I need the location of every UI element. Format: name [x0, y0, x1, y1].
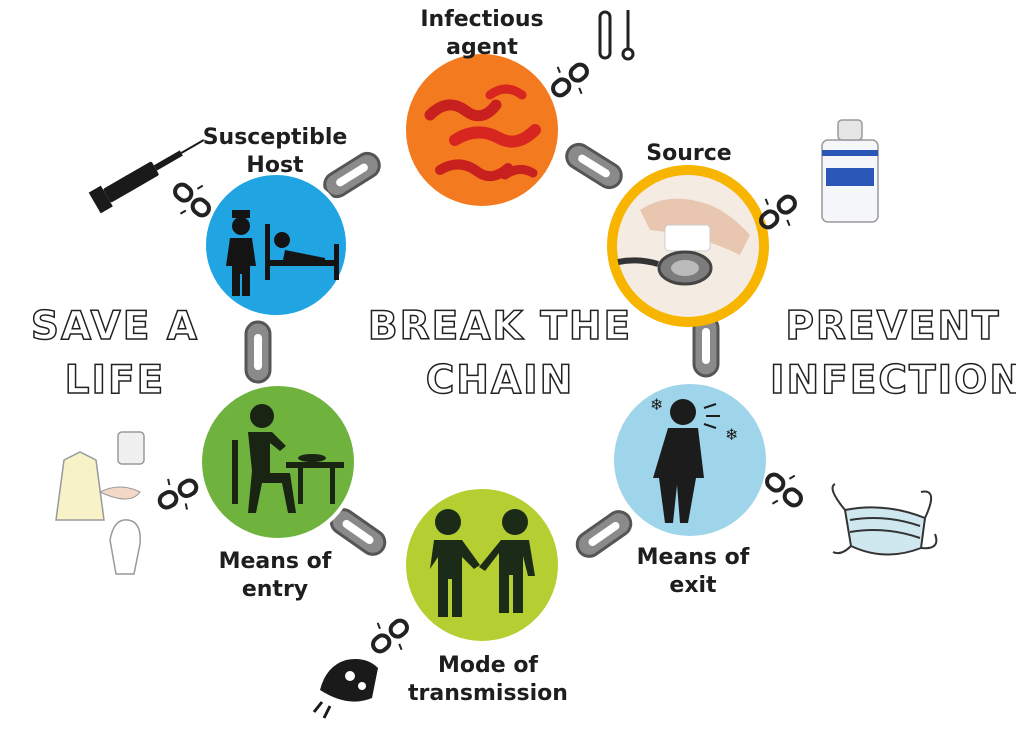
label-means-of-exit: Means of exit — [636, 545, 750, 598]
hand-washing-icon — [312, 659, 378, 719]
chain-link-host-agent — [323, 151, 381, 199]
label-infectious-agent: Infectious agent — [420, 7, 544, 60]
syringe-icon — [88, 139, 205, 214]
left-slogan: SAVE A LIFE — [30, 303, 200, 404]
test-tube-icon — [598, 10, 635, 61]
node-source — [607, 165, 769, 327]
label-mode-of-transmission: Mode of transmission — [408, 653, 568, 706]
chain-link-agent-source — [565, 142, 623, 190]
svg-text:❄: ❄ — [650, 395, 663, 414]
svg-text:❄: ❄ — [725, 425, 738, 444]
stethoscope-cleaning-icon — [617, 198, 750, 286]
coughing-person-icon: ❄ ❄ — [650, 395, 738, 523]
label-susceptible-host: Susceptible Host — [202, 125, 348, 178]
gown-gloves-icon — [55, 431, 145, 575]
node-mode-of-transmission — [402, 485, 562, 645]
right-slogan: PREVENT INFECTION — [769, 303, 1016, 404]
eating-person-icon — [232, 404, 344, 513]
broken-link-icon — [149, 466, 207, 522]
node-means-of-exit: ❄ ❄ — [610, 380, 770, 540]
node-infectious-agent — [402, 50, 562, 210]
chain-link-exit-transmission — [575, 510, 633, 558]
patient-bed-icon — [226, 210, 339, 296]
handshake-icon — [430, 509, 535, 617]
face-mask-icon — [831, 483, 938, 556]
node-susceptible-host — [202, 171, 350, 319]
node-means-of-entry — [198, 382, 358, 542]
bacteria-icon — [424, 84, 541, 182]
chain-link-entry-host — [244, 320, 272, 384]
center-title: BREAK THE CHAIN — [367, 303, 633, 404]
sanitizer-bottle-icon — [821, 119, 879, 223]
label-means-of-entry: Means of entry — [218, 549, 332, 602]
chain-links — [244, 142, 720, 558]
label-source: Source — [646, 141, 732, 166]
